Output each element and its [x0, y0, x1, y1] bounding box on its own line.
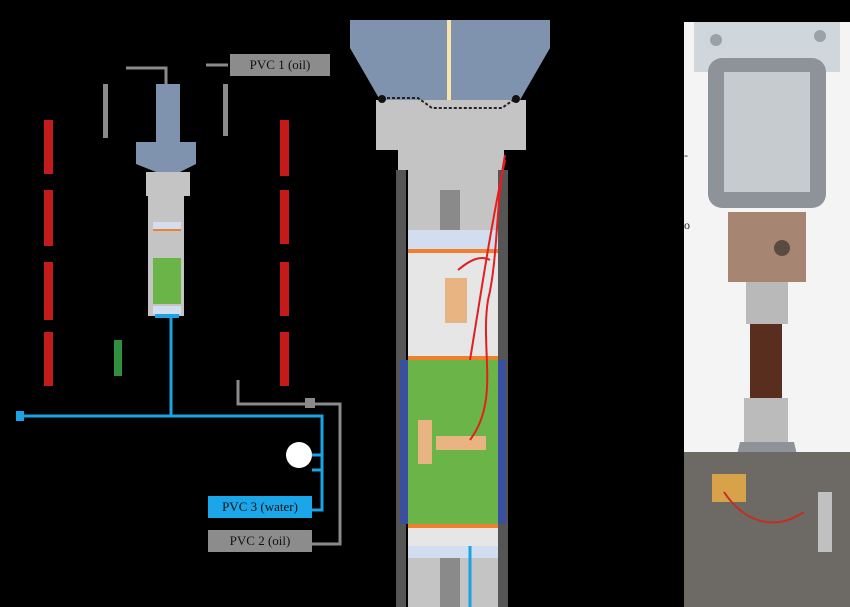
lower-end-cap-large — [408, 528, 498, 546]
tie-rod-right — [280, 120, 289, 386]
gauge-lower-a — [418, 420, 432, 464]
membrane-left — [400, 360, 408, 524]
gauge-wires — [457, 154, 506, 441]
load-cell-strip — [447, 20, 451, 100]
tie-rod-left — [44, 120, 53, 386]
sample — [153, 258, 181, 304]
bottom-disc — [408, 546, 498, 558]
water-end-cap — [16, 411, 24, 421]
gauge-upper — [445, 278, 467, 323]
pressure-gauge — [286, 442, 312, 468]
cell-top-cap — [146, 172, 190, 196]
load-rod-right — [223, 84, 228, 136]
upper-end-cap — [153, 222, 181, 230]
load-rod-left — [103, 84, 108, 138]
lower-orange-band — [408, 524, 498, 528]
pvc1-label: PVC 1 (oil) — [230, 54, 330, 76]
load-frame-arm — [126, 66, 168, 86]
o-ring-right — [512, 95, 520, 103]
lower-orange-band-top — [408, 356, 498, 360]
water-branch — [310, 414, 324, 512]
piston-head — [136, 142, 196, 172]
apparatus-photograph — [684, 22, 850, 607]
cell-cap — [376, 100, 526, 170]
upper-band — [153, 229, 181, 231]
o-ring-left — [378, 95, 386, 103]
oil-valve — [305, 398, 315, 408]
bottom-drain — [155, 314, 179, 318]
gauge-lower-b — [436, 436, 486, 450]
oil-line-2 — [236, 380, 342, 546]
photo-fragment-b: o — [684, 218, 690, 232]
water-tee-1 — [312, 453, 322, 472]
thread-upper — [440, 190, 460, 230]
thread-lower — [440, 558, 460, 607]
pvc2-label: PVC 2 (oil) — [208, 530, 312, 552]
upper-orange-band — [408, 249, 498, 253]
upper-end-cap-large — [408, 230, 498, 250]
photo-fragment-a: - — [684, 148, 688, 162]
piston-shaft — [156, 84, 180, 144]
membrane-right — [498, 360, 506, 524]
pvc3-label: PVC 3 (water) — [208, 496, 312, 518]
lower-end-cap — [153, 306, 181, 314]
drain-hatch — [114, 340, 122, 376]
